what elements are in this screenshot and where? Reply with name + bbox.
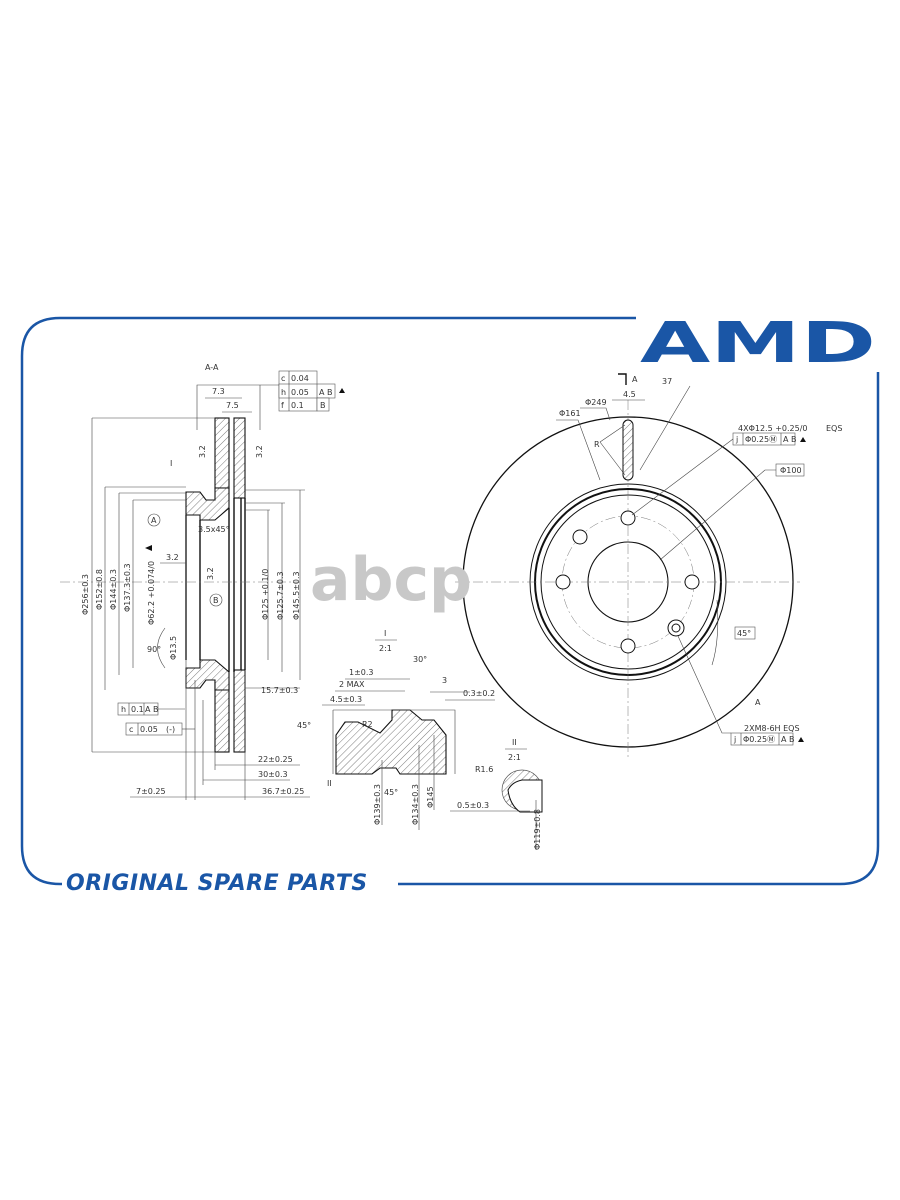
dimension-label: 30±0.3 xyxy=(258,770,288,779)
dimension-label: II xyxy=(512,738,517,747)
dimension-label: j xyxy=(733,735,736,744)
dimension-label: 3.2 xyxy=(206,567,215,580)
dimension-label: Φ161 xyxy=(559,409,581,418)
tagline: ORIGINAL SPARE PARTS xyxy=(66,871,368,896)
dimension-label: 2:1 xyxy=(379,644,392,653)
dimension-label: Φ134±0.3 xyxy=(411,784,420,825)
dimension-label: R xyxy=(594,440,600,449)
dimension-label: 2:1 xyxy=(508,753,521,762)
dimension-label: 45° xyxy=(297,721,311,730)
frame-border xyxy=(20,316,880,886)
dimension-label: 45° xyxy=(737,629,751,638)
dimension-label: 2XM8-6H EQS xyxy=(744,724,800,733)
dimension-label: 7.3 xyxy=(212,387,225,396)
dimension-label: B xyxy=(213,596,219,605)
detail-II: II 2:1 R1.6 0.5±0.3 Φ119±0.8 xyxy=(450,738,543,850)
watermark: abcp xyxy=(310,545,472,615)
dimension-label: I xyxy=(170,459,172,468)
dimension-label: A B xyxy=(781,735,795,744)
dimension-label: c xyxy=(281,374,285,383)
dimension-label: 0.1 xyxy=(291,401,304,410)
dimension-label: 3 xyxy=(442,676,447,685)
amd-logo: AMD xyxy=(640,311,876,376)
dimension-label: R2 xyxy=(362,720,373,729)
dimension-label: 7.5 xyxy=(226,401,239,410)
dimension-label: 0.05 xyxy=(291,388,309,397)
dimension-label: 3.5x45° xyxy=(198,525,230,534)
dimension-label: 2 MAX xyxy=(339,680,365,689)
dimension-label: Φ62.2 +0.074/0 xyxy=(147,561,156,625)
dimension-label: II xyxy=(327,779,332,788)
dimension-label: 4.5±0.3 xyxy=(330,695,362,704)
dimension-label: 45° xyxy=(384,788,398,797)
dimension-label: A B xyxy=(783,435,797,444)
dimension-label: 15.7±0.3 xyxy=(261,686,298,695)
dimension-label: Φ139±0.3 xyxy=(373,784,382,825)
dimension-label: Φ137.3±0.3 xyxy=(123,563,132,612)
dimension-label: f xyxy=(281,401,284,410)
dimension-label: 0.5±0.3 xyxy=(457,801,489,810)
dimension-label: 3.2 xyxy=(166,553,179,562)
dimension-label: Φ125 +0.1/0 xyxy=(261,569,270,620)
dimension-label: h xyxy=(281,388,286,397)
dimension-label: 7±0.25 xyxy=(136,787,166,796)
dimension-label: Φ0.25Ⓜ xyxy=(743,735,775,744)
section-view: A-A c 0.04 h 0.05 A B f 0.1 B 7.3 7.5 xyxy=(60,363,345,800)
dimension-label: Φ144±0.3 xyxy=(109,569,118,610)
dimension-label: A xyxy=(755,698,761,707)
dimension-label: Φ125.7±0.3 xyxy=(276,571,285,620)
dimension-label: 0.1 xyxy=(131,705,144,714)
dimension-label: 4.5 xyxy=(623,390,636,399)
dimension-label: A B xyxy=(145,705,159,714)
dimension-label: c xyxy=(129,725,133,734)
dimension-label: 22±0.25 xyxy=(258,755,293,764)
dimension-label: A xyxy=(151,516,157,525)
dimension-label: 37 xyxy=(662,377,672,386)
dimension-label: Φ145 xyxy=(426,786,435,808)
dimension-label: R1.6 xyxy=(475,765,493,774)
dimension-label: Φ145.5±0.3 xyxy=(292,571,301,620)
dimension-label: 3.2 xyxy=(255,445,264,458)
dimension-label: j xyxy=(735,435,738,444)
dimension-label: 30° xyxy=(413,655,427,664)
dimension-label: EQS xyxy=(826,424,842,433)
section-title: A-A xyxy=(205,363,219,372)
dimension-label: h xyxy=(121,705,126,714)
dimension-label: Φ249 xyxy=(585,398,607,407)
front-view: A 4.5 37 Φ249 Φ161 R 4XΦ12.5 +0.25/0 EQS… xyxy=(455,373,842,760)
dimension-label: I xyxy=(384,629,386,638)
detail-I: I 2:1 1±0.3 2 MAX 4.5±0.3 30° 3 0.3±0.2 … xyxy=(297,629,495,830)
dimension-label: 0.04 xyxy=(291,374,309,383)
dimension-label: Φ152±0.8 xyxy=(95,569,104,610)
dimension-label: B xyxy=(320,401,326,410)
dimension-label: 0.3±0.2 xyxy=(463,689,495,698)
dimension-label: Φ0.25Ⓜ xyxy=(745,435,777,444)
dimension-label: Φ100 xyxy=(780,466,802,475)
dimension-label: (-) xyxy=(166,725,175,734)
dimension-label: 3.2 xyxy=(198,445,207,458)
tolerance-table: c 0.04 h 0.05 A B f 0.1 B xyxy=(196,370,345,430)
dimension-label: 90° xyxy=(147,645,161,654)
dimension-label: Φ13.5 xyxy=(169,636,178,660)
dimension-label: 0.05 xyxy=(140,725,158,734)
dimension-label: 4XΦ12.5 +0.25/0 xyxy=(738,424,808,433)
dimension-label: 1±0.3 xyxy=(349,668,374,677)
dimension-label: Φ256±0.3 xyxy=(81,574,90,615)
dimension-label: A xyxy=(632,375,638,384)
dimension-label: Φ119±0.8 xyxy=(533,809,542,850)
dimension-label: A B xyxy=(319,388,333,397)
dimension-label: 36.7±0.25 xyxy=(262,787,304,796)
